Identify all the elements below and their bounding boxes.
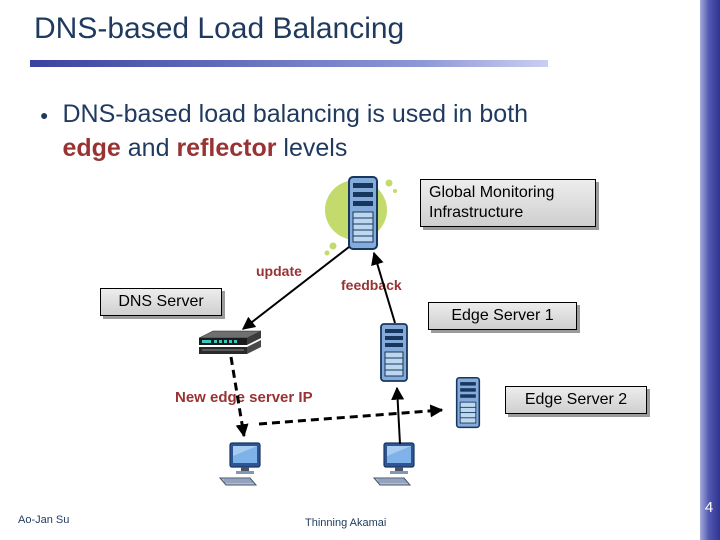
dns-server-box: DNS Server (100, 288, 222, 316)
client-to-edge1-arrow (391, 386, 405, 445)
client-computer-right (368, 442, 426, 488)
global-monitoring-box: Global Monitoring Infrastructure (420, 179, 596, 227)
edge-server-1-box: Edge Server 1 (428, 302, 577, 330)
global-monitoring-line2: Infrastructure (429, 204, 524, 221)
bullet-glyph: ● (40, 107, 49, 123)
edge-server-icon (380, 323, 408, 382)
monitoring-server (322, 172, 398, 256)
bullet-text-levels: levels (276, 134, 348, 162)
bullet-item: ● DNS-based load balancing is used in bo… (40, 97, 528, 165)
client-to-edge2-dashed-arrow (258, 404, 444, 426)
edge-server-2-box: Edge Server 2 (505, 386, 647, 414)
network-switch-icon (198, 330, 262, 354)
global-monitoring-line1: Global Monitoring (429, 184, 555, 201)
right-accent-bar (700, 0, 720, 540)
bullet-line-2: edge and reflector levels (62, 131, 528, 165)
client-computer-icon (218, 442, 261, 486)
slide-title: DNS-based Load Balancing (34, 12, 405, 45)
edge-server-icon (455, 376, 481, 429)
bullet-line-1: DNS-based load balancing is used in both (62, 100, 529, 128)
bullet-text-and: and (120, 134, 177, 162)
dns-switch (197, 329, 263, 359)
footer-author: Ao-Jan Su (18, 514, 70, 526)
new-edge-server-ip-label: New edge server IP (175, 389, 313, 406)
monitoring-server-icon (324, 176, 397, 256)
edge-server-1 (374, 322, 414, 384)
client-computer-icon (372, 442, 415, 486)
bullet-text: DNS-based load balancing is used in both… (62, 97, 528, 165)
bullet-emphasis-edge: edge (62, 134, 121, 162)
update-arrow (241, 246, 350, 330)
client-computer-left (214, 442, 272, 488)
bullet-emphasis-reflector: reflector (176, 134, 277, 162)
update-label: update (256, 263, 302, 279)
title-underline (30, 60, 548, 67)
edge-server-2 (450, 376, 486, 430)
feedback-label: feedback (341, 277, 402, 293)
footer-deck-title: Thinning Akamai (305, 517, 387, 529)
page-number: 4 (704, 499, 714, 516)
